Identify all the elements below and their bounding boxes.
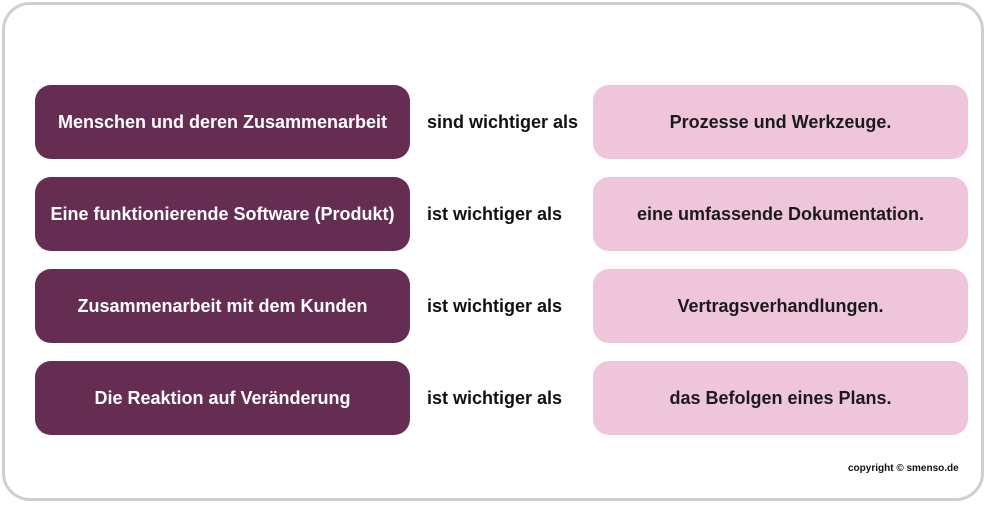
comparison-text: ist wichtiger als xyxy=(427,203,563,224)
copyright-notice: copyright © smenso.de xyxy=(848,463,959,474)
value-row-3: Zusammenarbeit mit dem Kunden ist wichti… xyxy=(35,269,968,343)
comparison-text: sind wichtiger als xyxy=(427,111,579,132)
value-left-box: Die Reaktion auf Veränderung xyxy=(35,361,410,435)
value-left-box: Menschen und deren Zusammenarbeit xyxy=(35,85,410,159)
value-right-box: das Befolgen eines Plans. xyxy=(593,361,968,435)
value-row-1: Menschen und deren Zusammenarbeit sind w… xyxy=(35,85,968,159)
value-right-box: Prozesse und Werkzeuge. xyxy=(593,85,968,159)
value-left-box: Zusammenarbeit mit dem Kunden xyxy=(35,269,410,343)
value-left-box: Eine funktionierende Software (Produkt) xyxy=(35,177,410,251)
value-row-4: Die Reaktion auf Veränderung ist wichtig… xyxy=(35,361,968,435)
value-right-box: eine umfassende Dokumentation. xyxy=(593,177,968,251)
value-row-2: Eine funktionierende Software (Produkt) … xyxy=(35,177,968,251)
comparison-text: ist wichtiger als xyxy=(427,295,563,316)
value-right-box: Vertragsverhandlungen. xyxy=(593,269,968,343)
comparison-text: ist wichtiger als xyxy=(427,387,563,408)
